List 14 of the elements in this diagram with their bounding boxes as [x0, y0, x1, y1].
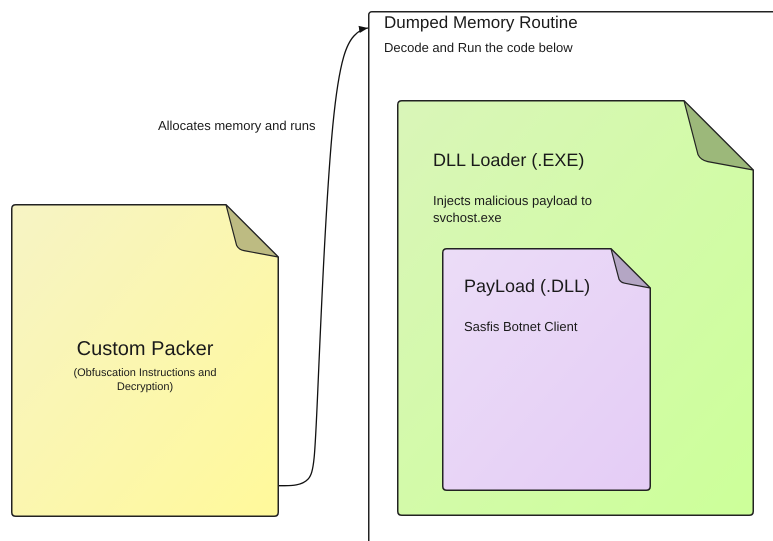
- container-frame: [368, 11, 773, 541]
- document-shape: [11, 204, 279, 517]
- node-heading: PayLoad (.DLL): [464, 275, 592, 298]
- node-heading: Custom Packer: [76, 337, 214, 362]
- node-description: Injects malicious payload to svchost.exe: [433, 193, 593, 227]
- container-heading: Dumped Memory Routine: [384, 12, 579, 34]
- document-shape: [397, 100, 754, 516]
- edge-label: Allocates memory and runs: [156, 118, 318, 133]
- node-description: (Obfuscation Instructions and Decryption): [72, 366, 218, 395]
- node-description: Sasfis Botnet Client: [464, 319, 578, 336]
- document-shape: [442, 248, 651, 491]
- container-description: Decode and Run the code below: [384, 40, 574, 57]
- node-heading: DLL Loader (.EXE): [433, 149, 586, 172]
- curved-arrow: [279, 26, 368, 486]
